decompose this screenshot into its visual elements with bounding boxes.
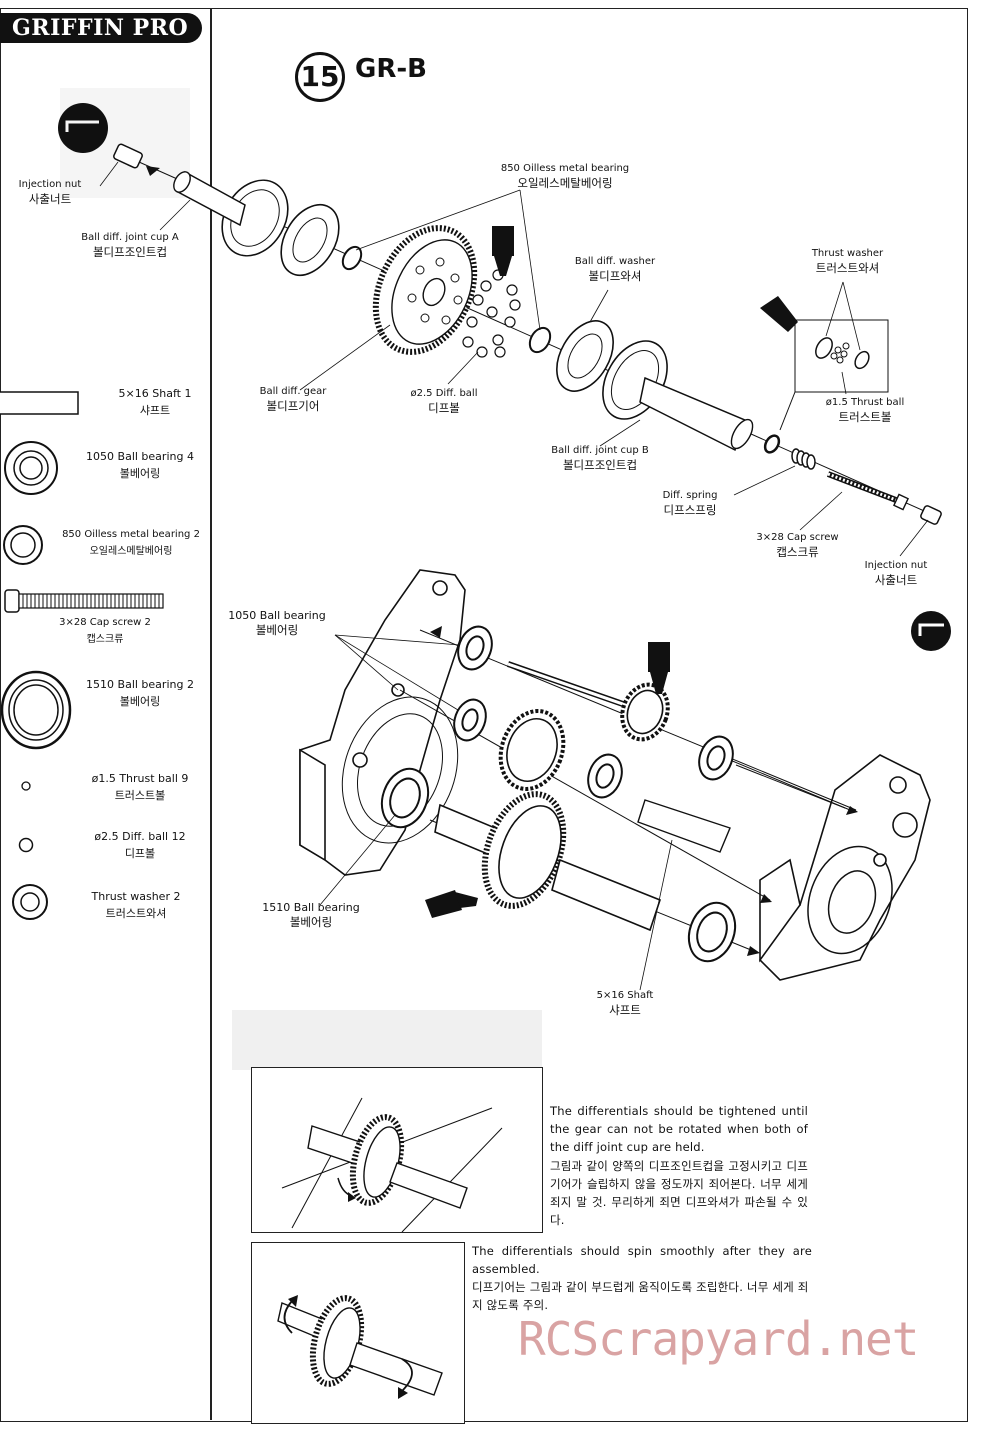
inset-tighten-diagram	[251, 1067, 543, 1233]
bearing-1510-icon	[0, 670, 72, 750]
gearbox-exploded-diagram	[299, 569, 931, 991]
note-tighten-ko: 그림과 같이 양쪽의 디프조인트컵을 고정시키고 디프기어가 슬립하지 않을 정…	[550, 1159, 808, 1227]
note-tighten-en: The differentials should be tightened un…	[550, 1104, 808, 1154]
hex-wrench-icon	[911, 611, 951, 651]
injection-nut-left	[113, 143, 160, 176]
diff-spring	[791, 448, 816, 470]
step-number: 15	[295, 52, 345, 102]
gearbox-case-right	[759, 754, 931, 981]
brand-title: GRIFFIN PRO	[12, 15, 189, 41]
joint-cup-b	[602, 340, 754, 452]
note-spin-ko: 디프기어는 그림과 같이 부드럽게 움직이도록 조립한다. 너무 세게 죄지 않…	[472, 1280, 809, 1312]
diff-balls	[462, 269, 521, 358]
watermark: RCScrapyard.net	[518, 1312, 919, 1366]
column-divider	[210, 290, 212, 1420]
oilless-bearing-icon	[3, 525, 43, 565]
diff-assembly	[434, 791, 661, 932]
hex-wrench-icon	[58, 103, 108, 153]
diff-washer-left	[280, 203, 340, 277]
diff-ball-icon	[18, 837, 34, 853]
thrust-ball-icon	[21, 781, 31, 791]
diff-exploded-diagram	[99, 143, 942, 557]
ball-diff-gear	[372, 225, 478, 355]
shaft-part-icon	[0, 391, 79, 415]
bearing-1050-icon	[4, 441, 58, 495]
cap-screw-icon	[4, 589, 164, 613]
page-frame	[0, 8, 968, 1422]
thrust-washer-icon	[12, 884, 48, 920]
inset-spin-diagram	[251, 1242, 465, 1424]
grease-tube-icon	[425, 642, 670, 918]
spin-illustration	[277, 1295, 443, 1399]
brand-header: GRIFFIN PRO	[0, 13, 202, 43]
grease-tube-icon	[492, 226, 514, 276]
gearbox-case-left	[299, 569, 466, 876]
step-title: GR-B	[355, 54, 427, 84]
note-spin-en: The differentials should spin smoothly a…	[472, 1244, 812, 1276]
tighten-illustration	[281, 1097, 503, 1233]
diff-cap-screw	[826, 471, 909, 511]
print-shading	[60, 88, 190, 198]
column-divider-top	[210, 8, 212, 290]
grease-tube-icon	[760, 296, 798, 332]
joint-cup-a	[173, 170, 289, 257]
print-shading	[232, 1010, 542, 1070]
thrust-washer-callout	[779, 319, 889, 431]
